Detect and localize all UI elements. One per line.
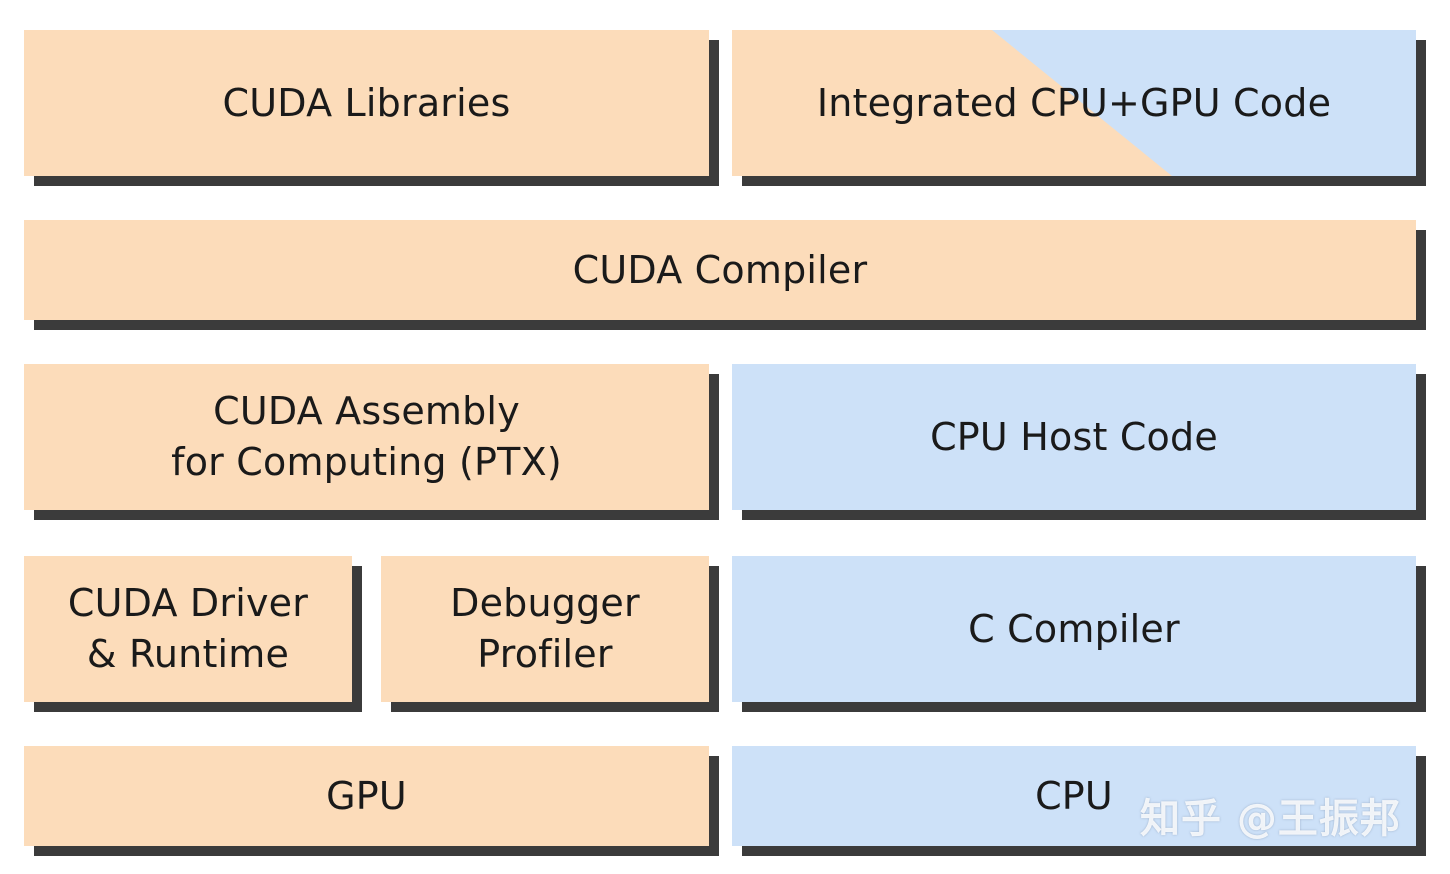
watermark: 知乎 @王振邦 <box>1140 796 1401 842</box>
cpu-block: CPU <box>732 746 1426 856</box>
c-compiler-block: C Compiler <box>732 556 1426 712</box>
cuda-driver-label: CUDA Driver & Runtime <box>67 581 309 676</box>
cuda-driver-block: CUDA Driver & Runtime <box>24 556 362 712</box>
cuda-libraries-block: CUDA Libraries <box>24 30 719 186</box>
cuda-libraries-label: CUDA Libraries <box>222 80 511 125</box>
gpu-block: GPU <box>24 746 719 856</box>
cpu-host-code-block: CPU Host Code <box>732 364 1426 520</box>
cuda-compiler-label: CUDA Compiler <box>572 247 868 292</box>
gpu-cpu-split-shape <box>732 30 1172 176</box>
c-compiler-label: C Compiler <box>968 606 1180 651</box>
integrated-code-block: Integrated CPU+GPU Code <box>732 30 1426 186</box>
cuda-assembly-block: CUDA Assembly for Computing (PTX) <box>24 364 719 520</box>
debugger-profiler-label: Debugger Profiler <box>450 581 640 676</box>
debugger-profiler-block: Debugger Profiler <box>381 556 719 712</box>
gpu-label: GPU <box>326 773 407 818</box>
cpu-host-code-label: CPU Host Code <box>930 414 1218 459</box>
cpu-label: CPU <box>1035 773 1113 818</box>
cuda-compiler-block: CUDA Compiler <box>24 220 1426 330</box>
cuda-assembly-label: CUDA Assembly for Computing (PTX) <box>171 389 562 484</box>
integrated-code-label: Integrated CPU+GPU Code <box>816 80 1332 125</box>
